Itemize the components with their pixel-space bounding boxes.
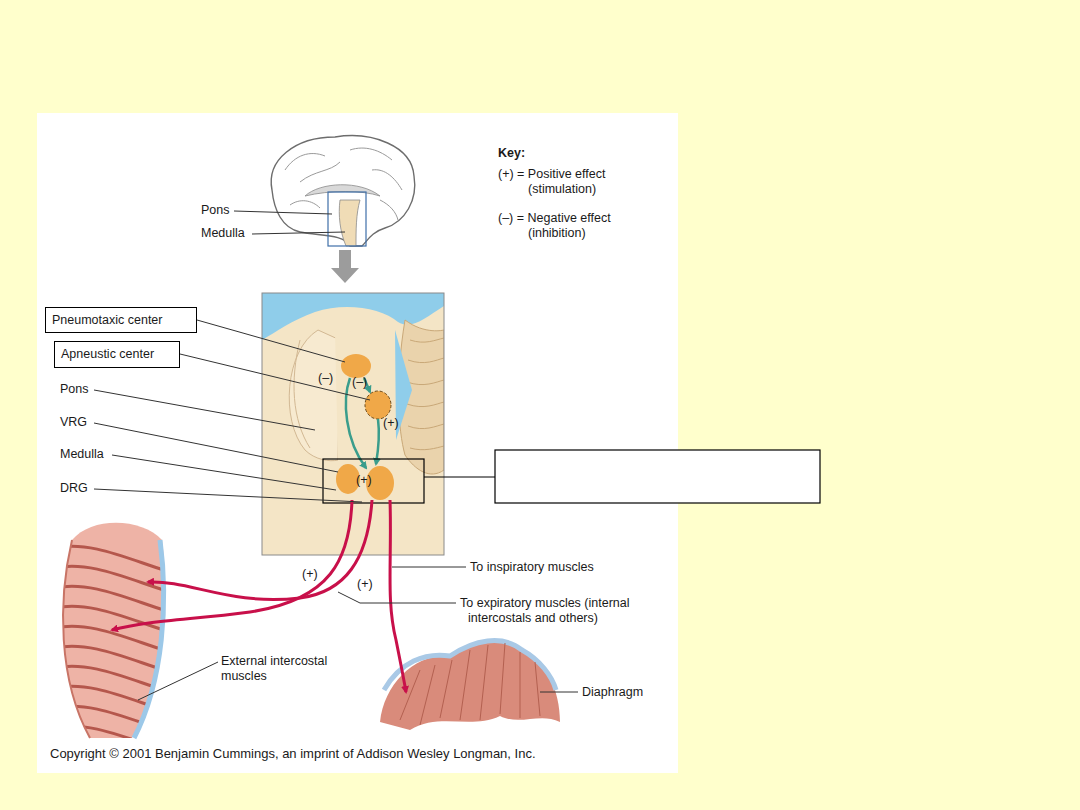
- drawing-part: [271, 136, 415, 246]
- drawing-part: [328, 192, 366, 246]
- rib-cage: [55, 523, 170, 752]
- diaphragm: [380, 641, 560, 730]
- part-label: External intercostal muscles: [221, 654, 343, 684]
- legend-entry: (+) = Positive effect (stimulation): [498, 167, 638, 197]
- drawing-part: [134, 540, 164, 738]
- drawing-part: [94, 423, 338, 472]
- effect-sign: (+): [356, 473, 372, 488]
- drawing-part: [180, 354, 370, 400]
- center-label-box: Apneustic center: [54, 341, 180, 368]
- part-label: Medulla: [60, 447, 104, 462]
- drawing-part: [63, 540, 90, 738]
- drawing-part: [94, 390, 315, 430]
- brain-outline: [271, 136, 415, 246]
- pathway-label: To expiratory muscles (internal intercos…: [460, 596, 683, 626]
- center-label-box: Pneumotaxic center: [45, 307, 197, 333]
- inhibition-arrow: [346, 378, 366, 468]
- expiratory-pathway: [112, 500, 352, 630]
- legend-entry: (–) = Negative effect (inhibition): [498, 211, 638, 241]
- drawing-part: [289, 330, 340, 461]
- drawing-part: [294, 340, 310, 448]
- drawing-part: [55, 706, 170, 732]
- part-label: Pons: [201, 203, 230, 218]
- panel: [37, 113, 678, 773]
- drawing-part: [339, 200, 360, 246]
- drawing-part: [252, 232, 345, 234]
- part-label: DRG: [60, 481, 88, 496]
- highlight-box: [323, 459, 424, 503]
- drawing-part: [55, 546, 170, 752]
- inset-frame: [262, 293, 444, 555]
- legend-text: (+) = Positive effect (stimulation): [498, 167, 605, 196]
- pneumotaxic-nucleus: [341, 354, 371, 378]
- drawing-part: [305, 185, 380, 196]
- copyright-note: Copyright © 2001 Benjamin Cummings, an i…: [50, 746, 536, 761]
- part-label: Diaphragm: [582, 685, 643, 700]
- drawing-part: [55, 646, 170, 672]
- drawing-part: [55, 606, 170, 632]
- stimulation-arrow: [376, 419, 379, 464]
- drawing-part: [55, 546, 170, 572]
- drawing-part: [112, 455, 336, 490]
- effect-sign: (+): [302, 567, 318, 582]
- effect-sign: (+): [357, 577, 373, 592]
- drawing-part: [234, 211, 332, 214]
- drawing-part: [338, 592, 456, 603]
- drawing-part: [55, 586, 170, 612]
- drawing-part: [138, 662, 218, 700]
- zoom-arrow: [331, 250, 359, 283]
- drawing-part: [400, 643, 540, 725]
- leader-line: [424, 477, 495, 478]
- drawing-part: [55, 566, 170, 592]
- blank-box: [495, 450, 820, 503]
- part-label: Pons: [60, 382, 89, 397]
- drawing-part: [392, 567, 466, 568]
- drawing-part: [384, 641, 556, 690]
- diaphragm-pathway: [390, 500, 406, 692]
- legend-text: (–) = Negative effect (inhibition): [498, 211, 611, 240]
- effect-sign: (–): [352, 375, 367, 390]
- drawing-part: [197, 320, 345, 362]
- box-text: Pneumotaxic center: [52, 313, 162, 328]
- drawing-part: [407, 338, 444, 450]
- drawing-part: [335, 330, 398, 555]
- effect-sign: (–): [318, 371, 333, 386]
- drawing-part: [94, 489, 362, 502]
- key-heading: Key:: [498, 146, 525, 161]
- drawing-part: [380, 641, 560, 730]
- box-text: Apneustic center: [61, 347, 154, 362]
- brainstem-inset: [262, 293, 444, 555]
- drawing-part: [262, 293, 444, 555]
- part-label: Medulla: [201, 226, 245, 241]
- leader-lines: [94, 211, 578, 700]
- apneustic-nucleus: [365, 391, 391, 419]
- part-label: VRG: [60, 415, 87, 430]
- drawing-part: [540, 692, 578, 693]
- effect-sign: (+): [383, 416, 399, 431]
- inspiratory-pathway: [148, 500, 372, 600]
- pathway-label: To inspiratory muscles: [470, 560, 594, 575]
